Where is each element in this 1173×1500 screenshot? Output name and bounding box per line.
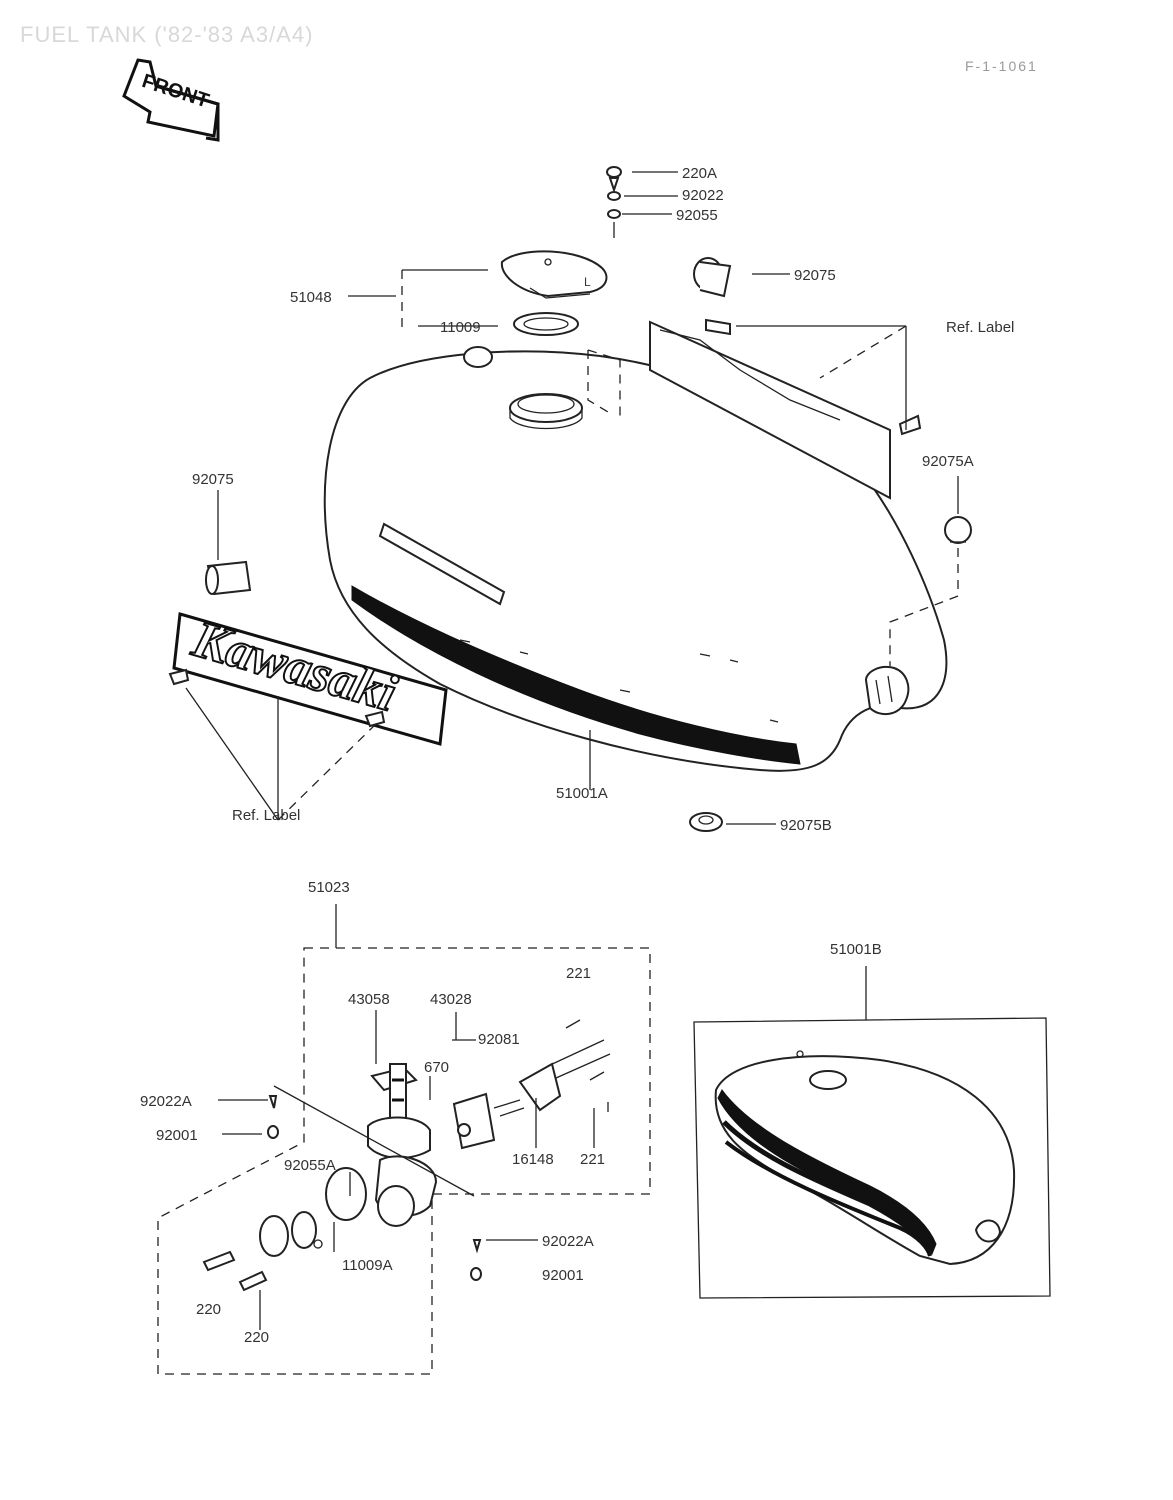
fuel-tank-body	[323, 346, 948, 772]
front-arrow-icon: FRONT	[122, 58, 220, 142]
label-92055A: 92055A	[284, 1157, 336, 1174]
label-670: 670	[424, 1059, 449, 1076]
label-43058: 43058	[348, 991, 390, 1008]
label-92075-left: 92075	[192, 471, 234, 488]
grommet-92075B	[689, 812, 723, 832]
cap-screw-220A	[606, 166, 622, 238]
label-92001-left: 92001	[156, 1127, 198, 1144]
fuel-cock-filter	[202, 1167, 367, 1292]
label-11009: 11009	[440, 319, 481, 336]
label-92001-right: 92001	[542, 1267, 584, 1284]
label-220-a: 220	[196, 1301, 221, 1318]
tank-51001B	[714, 1050, 1016, 1266]
fuel-cock-screws	[267, 1095, 482, 1281]
fuel-cock-body	[367, 1063, 438, 1227]
label-221-bottom: 221	[580, 1151, 605, 1168]
label-92022: 92022	[682, 187, 724, 204]
damper-92075-right	[693, 257, 732, 298]
gasket-11009	[513, 312, 579, 336]
label-51001A: 51001A	[556, 785, 608, 802]
fuel-cap-plate: L	[500, 250, 608, 299]
diagram-code: F-1-1061	[965, 58, 1038, 74]
label-ref-label-left: Ref. Label	[232, 807, 300, 824]
label-51001B: 51001B	[830, 941, 882, 958]
ref-label-bracket-right	[649, 318, 922, 500]
label-92081: 92081	[478, 1031, 520, 1048]
label-51023: 51023	[308, 879, 350, 896]
fuel-cock-assembly-frame	[157, 904, 651, 1375]
grommet-92075A	[944, 516, 972, 544]
label-16148: 16148	[512, 1151, 554, 1168]
tank-51001B-frame	[693, 966, 1051, 1299]
label-92022A-left: 92022A	[140, 1093, 192, 1110]
fuel-cock-lever	[452, 1019, 611, 1150]
label-43028: 43028	[430, 991, 472, 1008]
label-220A: 220A	[682, 165, 717, 182]
damper-92075-left	[205, 560, 252, 596]
label-220-b: 220	[244, 1329, 269, 1346]
label-51048: 51048	[290, 289, 332, 306]
label-ref-label-right: Ref. Label	[946, 319, 1014, 336]
label-92022A-right: 92022A	[542, 1233, 594, 1250]
label-92075B: 92075B	[780, 817, 832, 834]
page-title: FUEL TANK ('82-'83 A3/A4)	[20, 22, 314, 47]
label-221-top: 221	[566, 965, 591, 982]
label-92075A: 92075A	[922, 453, 974, 470]
label-11009A: 11009A	[342, 1257, 393, 1274]
label-92075-right: 92075	[794, 267, 836, 284]
label-92055: 92055	[676, 207, 718, 224]
svg-text:L: L	[584, 275, 591, 289]
